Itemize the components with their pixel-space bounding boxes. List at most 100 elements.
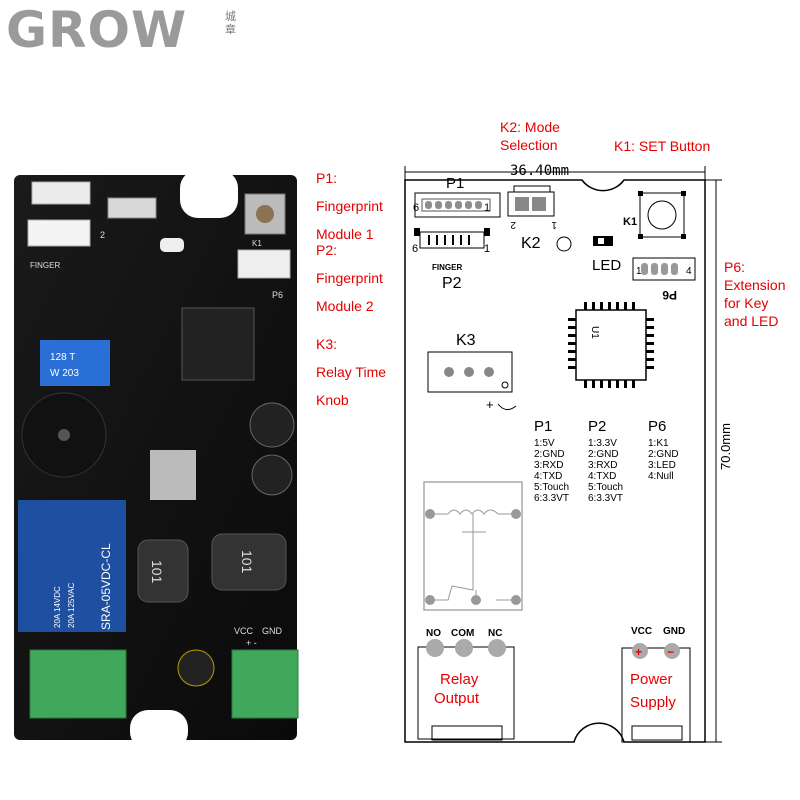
pin-table-header: P2 <box>588 418 607 435</box>
k2-switch-pad-left <box>515 197 529 211</box>
regulator-photo <box>150 450 196 500</box>
capacitor1-photo <box>249 402 295 448</box>
power-term-vcc <box>632 643 648 659</box>
silk-gnd: GND <box>262 626 283 636</box>
annotation-p2: P2: Fingerprint Module 2 <box>316 242 383 314</box>
k3-marker <box>501 381 509 389</box>
k2-pin2: 2 <box>510 219 516 230</box>
k1-corner-4 <box>681 234 686 239</box>
k3-sign: + <box>486 397 494 412</box>
pin-row: 1:K1 <box>648 438 669 449</box>
k1-button-cap <box>647 200 677 230</box>
annotation-k3: K3: Relay Time Knob <box>316 336 387 408</box>
silk-k2: 2 <box>100 230 105 240</box>
silk-vcc: VCC <box>234 626 254 636</box>
relay-term-label-nc: NC <box>488 628 502 639</box>
logo-subtext: 城章 <box>225 10 236 36</box>
pin-row: 2:GND <box>588 449 619 460</box>
pin-row: 5:Touch <box>588 482 624 493</box>
k3-pin-3 <box>484 367 494 377</box>
p2-latch-left <box>414 228 420 236</box>
silk-p6: P6 <box>272 290 283 300</box>
grow-logo: GROW <box>6 1 188 59</box>
power-supply-label-1: Power <box>630 671 673 688</box>
pin-row: 4:TXD <box>534 471 563 482</box>
led-photo <box>160 238 184 252</box>
k1-corner-1 <box>638 191 643 196</box>
buzzer-hole-photo <box>58 429 70 441</box>
k3-pin-2 <box>464 367 474 377</box>
power-supply-label-2: Supply <box>630 694 676 711</box>
pin-row: 1:3.3V <box>588 438 617 449</box>
power-sign-plus: + <box>635 645 642 659</box>
relay-term-com <box>455 639 473 657</box>
p1-pin1: 1 <box>484 202 490 214</box>
k2-switch-top <box>513 185 551 193</box>
k2-mount-hole <box>556 236 572 252</box>
relay-term-label-no: NO <box>426 628 441 639</box>
mcu-chip <box>575 309 647 381</box>
relay-output-label-1: Relay <box>440 671 479 688</box>
board-cutout-bottom <box>130 710 188 750</box>
pin-table-p1: P1 1:5V 2:GND 3:RXD 4:TXD 5:Touch 6:3.3V… <box>534 418 596 504</box>
k3-knob <box>427 351 513 393</box>
capacitor3-photo <box>177 649 215 687</box>
relay-terminal-slot <box>431 725 503 741</box>
silk-inductor1: 101 <box>149 560 165 584</box>
silk-pot-line1: 128 T <box>50 352 75 363</box>
power-sign-minus: − <box>667 645 674 659</box>
pin-table-p2: P2 1:3.3V 2:GND 3:RXD 4:TXD 5:Touch 6:3.… <box>588 418 650 504</box>
k1-corner-3 <box>638 234 643 239</box>
mcu-pins <box>568 302 654 388</box>
pin-row: 3:RXD <box>534 460 564 471</box>
silk-finger: FINGER <box>30 261 60 270</box>
p2-pin1: 1 <box>484 243 490 255</box>
pin-row: 6:3.3VT <box>588 493 624 504</box>
k1-button <box>639 192 685 238</box>
k3-pin-1 <box>444 367 454 377</box>
pin-row: 4:TXD <box>588 471 617 482</box>
pin-row: 1:5V <box>534 438 555 449</box>
p6-header <box>632 257 696 281</box>
pin-row: 4:Null <box>648 471 674 482</box>
inductor2-photo <box>211 533 287 591</box>
relay-contact <box>430 514 516 601</box>
power-terminal-outline <box>621 647 691 743</box>
k2-pin1: 1 <box>551 219 557 230</box>
dim-height-label: 70.0mm <box>718 423 733 470</box>
p2-latch-right <box>484 228 490 236</box>
k2-switch-photo <box>107 197 157 219</box>
k2-switch-pad-right <box>532 197 546 211</box>
relay-coil <box>430 509 516 515</box>
annotation-k1: K1: SET Button <box>614 138 711 154</box>
relay-term-no <box>426 639 444 657</box>
inductor1-photo <box>137 539 189 603</box>
k1-label: K1 <box>623 216 637 228</box>
p2-connector-photo <box>27 219 91 247</box>
p1-pin-dots <box>425 201 482 209</box>
p1-pin6: 6 <box>413 202 419 214</box>
finger-label: FINGER <box>432 263 462 272</box>
silk-k1: K1 <box>252 239 262 248</box>
silk-relay-brand: SONGLE <box>0 531 8 570</box>
p6-pins <box>641 263 678 275</box>
p2-pin-lines <box>428 235 470 245</box>
relay-terminal-photo <box>29 649 127 719</box>
p1-label: P1 <box>446 175 464 192</box>
silk-relay-rating1: 20A 14VDC <box>53 586 62 628</box>
pin-row: 6:3.3VT <box>534 493 570 504</box>
k1-corner-2 <box>681 191 686 196</box>
pin-row: 3:LED <box>648 460 676 471</box>
p6-pin4: 4 <box>686 266 692 277</box>
pin-table-header: P1 <box>534 418 553 435</box>
power-term-label-gnd: GND <box>663 626 685 637</box>
dim-width-label: 36.40mm <box>510 163 569 179</box>
pcb-photo: FINGER 2 K1 P6 128 T W 203 SRA-05VDC-CL … <box>0 170 299 750</box>
pin-row: 3:RXD <box>588 460 618 471</box>
pin-table-header: P6 <box>648 418 667 435</box>
relay-outline <box>423 481 523 611</box>
silk-plus-minus: + - <box>246 638 257 648</box>
k3-rotate-arrow <box>497 403 517 410</box>
power-terminal-slot <box>631 725 683 741</box>
